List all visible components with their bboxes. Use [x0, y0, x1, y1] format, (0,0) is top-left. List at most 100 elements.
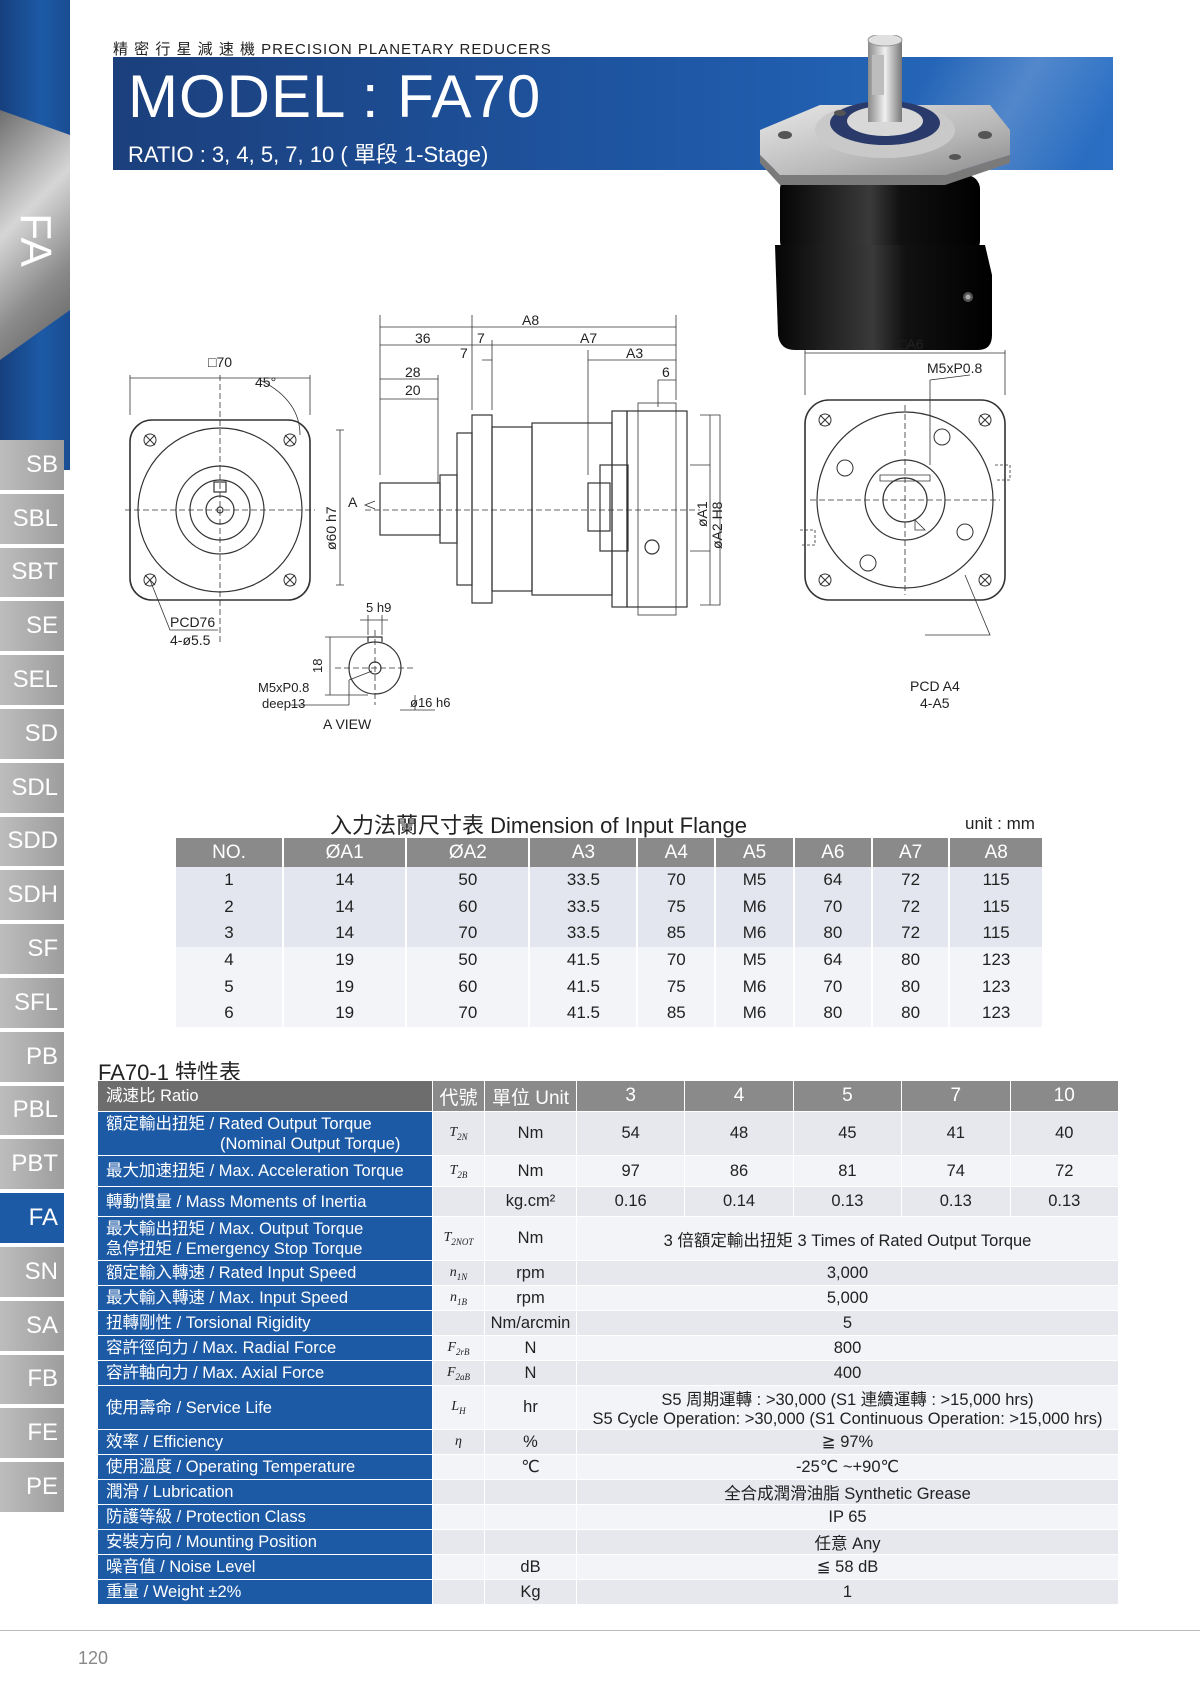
- flange-cell: 80: [871, 946, 951, 974]
- spec-row-unit: rpm: [484, 1260, 577, 1286]
- spec-row-value: 54: [575, 1111, 686, 1156]
- spec-header-ratio-value: 4: [684, 1080, 794, 1112]
- spec-header-ratio: 減速比 Ratio: [97, 1080, 433, 1112]
- flange-cell: 50: [406, 867, 531, 894]
- sidebar-tab-sel[interactable]: SEL: [0, 655, 64, 707]
- sidebar-tab-pbl[interactable]: PBL: [0, 1085, 64, 1138]
- flange-cell: 5: [176, 973, 285, 1000]
- sidebar-tab-sdl[interactable]: SDL: [0, 762, 64, 815]
- spec-row-symbol: n1B: [432, 1285, 485, 1311]
- flange-cell: 80: [794, 920, 873, 947]
- sidebar-tab-pb[interactable]: PB: [0, 1031, 64, 1084]
- flange-col-header: A8: [949, 838, 1044, 867]
- spec-row-unit: [484, 1504, 577, 1530]
- flange-cell: 70: [794, 893, 873, 921]
- footer-divider: [0, 1630, 1200, 1631]
- aview-deep: deep13: [262, 696, 305, 711]
- flange-cell: 4: [176, 946, 285, 974]
- spec-row-value: 0.14: [684, 1186, 794, 1217]
- flange-cell: 75: [637, 893, 717, 921]
- spec-row-value: 97: [575, 1155, 686, 1187]
- flange-col-header: A3: [529, 838, 639, 867]
- flange-cell: 80: [871, 973, 951, 1000]
- spec-row-label: 重量 / Weight ±2%: [97, 1579, 433, 1605]
- sidebar-tab-sbt[interactable]: SBT: [0, 547, 64, 600]
- spec-row-symbol: [432, 1454, 485, 1480]
- spec-row-label: 噪音值 / Noise Level: [97, 1554, 433, 1580]
- sidebar-tab-sn[interactable]: SN: [0, 1247, 64, 1299]
- spec-row-value: 86: [684, 1155, 794, 1187]
- spec-row-value: 41: [901, 1111, 1011, 1156]
- flange-col-header: ØA1: [283, 838, 408, 867]
- dim-20: 20: [405, 382, 421, 398]
- spec-row-span-value: 800: [576, 1335, 1119, 1361]
- spec-label-text: 效率 / Efficiency: [106, 1433, 224, 1451]
- flange-cell: 41.5: [529, 999, 639, 1027]
- sidebar-tab-pe[interactable]: PE: [0, 1462, 64, 1514]
- spec-header-ratio-value: 5: [792, 1080, 903, 1112]
- flange-cell: 33.5: [529, 893, 639, 921]
- spec-row-label: 容許徑向力 / Max. Radial Force: [97, 1335, 433, 1361]
- sidebar-tab-sdh[interactable]: SDH: [0, 870, 64, 923]
- flange-cell: M5: [715, 867, 796, 894]
- flange-cell: 123: [949, 973, 1044, 1000]
- spec-row-label: 轉動慣量 / Mass Moments of Inertia: [97, 1186, 433, 1217]
- flange-cell: 19: [283, 999, 408, 1027]
- spec-label-text: 潤滑 / Lubrication: [106, 1483, 234, 1501]
- spec-row-span-value: 400: [576, 1360, 1119, 1386]
- sidebar-tab-fb[interactable]: FB: [0, 1354, 64, 1407]
- spec-row-span-value: ≧ 97%: [576, 1429, 1119, 1455]
- spec-row-span-value: 1: [576, 1579, 1119, 1605]
- sidebar-tab-sf[interactable]: SF: [0, 924, 64, 976]
- spec-row-value: 40: [1009, 1111, 1119, 1156]
- dim-shaft-dia: ø60 h7: [323, 506, 339, 550]
- sidebar-tab-se[interactable]: SE: [0, 601, 64, 654]
- flange-cell: 85: [637, 999, 717, 1027]
- sidebar-tab-pbt[interactable]: PBT: [0, 1139, 64, 1192]
- sidebar-tab-sd[interactable]: SD: [0, 709, 64, 761]
- sidebar-tab-sb[interactable]: SB: [0, 440, 64, 492]
- spec-row-label: 最大加速扭矩 / Max. Acceleration Torque: [97, 1155, 433, 1187]
- spec-label-text-2: (Nominal Output Torque): [220, 1134, 401, 1153]
- spec-label-text: 容許軸向力 / Max. Axial Force: [106, 1364, 325, 1382]
- flange-cell: 2: [176, 893, 285, 921]
- spec-row-label: 安裝方向 / Mounting Position: [97, 1529, 433, 1555]
- flange-cell: 60: [406, 893, 531, 921]
- aview-title: A VIEW: [323, 716, 372, 732]
- flange-cell: M6: [715, 920, 796, 947]
- spec-row-label: 潤滑 / Lubrication: [97, 1479, 433, 1505]
- sidebar-tab-fa[interactable]: FA: [0, 1193, 64, 1245]
- sidebar-tab-fe[interactable]: FE: [0, 1408, 64, 1461]
- flange-cell: 85: [637, 920, 717, 947]
- spec-span-text: ≦ 58 dB: [816, 1558, 879, 1576]
- sidebar-tab-sbl[interactable]: SBL: [0, 493, 64, 546]
- sidebar-tab-sfl[interactable]: SFL: [0, 978, 64, 1030]
- rear-pcd-label: PCD A4: [910, 678, 960, 694]
- dim-7-top: 7: [477, 330, 485, 346]
- spec-span-text: 800: [833, 1338, 862, 1357]
- a-view: [290, 615, 435, 711]
- dimension-drawings: □70 45° PCD76 4-ø5.5 A8 36 7 A7 7 A3 28 …: [125, 315, 1011, 732]
- flange-cell: 72: [871, 893, 951, 921]
- front-pcd-label: PCD76: [170, 614, 215, 630]
- sidebar-tab-sa[interactable]: SA: [0, 1300, 64, 1353]
- spec-row-label: 防護等級 / Protection Class: [97, 1504, 433, 1530]
- spec-row-value: 0.13: [792, 1186, 903, 1217]
- aview-dia: ø16 h6: [410, 695, 450, 710]
- spec-row-label: 額定輸入轉速 / Rated Input Speed: [97, 1260, 433, 1286]
- flange-cell: 1: [176, 867, 285, 894]
- spec-span-text: IP 65: [828, 1507, 867, 1526]
- view-mark-a: A: [348, 494, 358, 510]
- flange-cell: 72: [871, 920, 951, 947]
- sidebar-tab-sdd[interactable]: SDD: [0, 816, 64, 869]
